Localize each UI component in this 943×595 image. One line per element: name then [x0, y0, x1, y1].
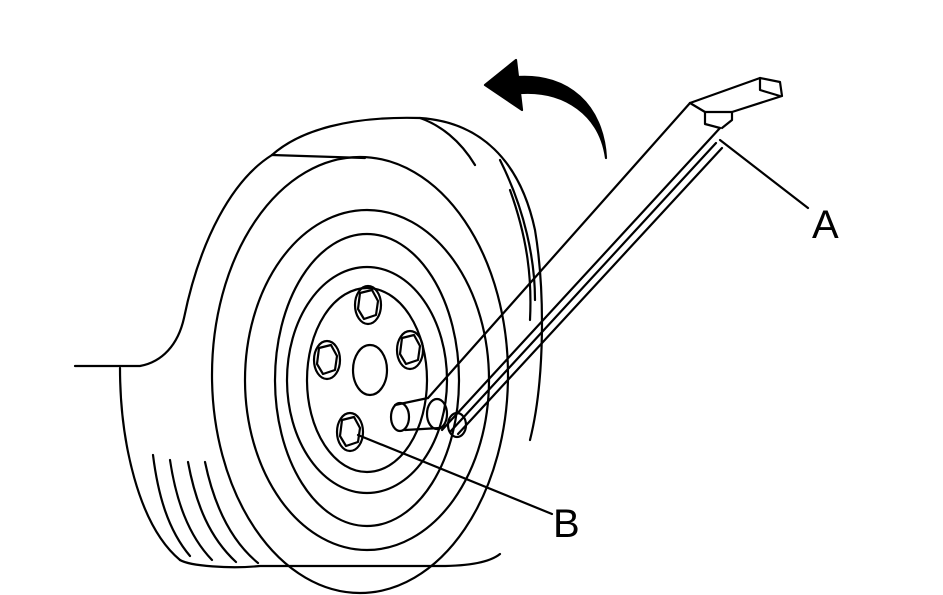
leader-line-b: [356, 433, 554, 516]
callout-label-b: B: [553, 502, 580, 546]
leader-line-a: [718, 138, 810, 210]
ground-line: [178, 552, 502, 569]
callout-label-a: A: [812, 203, 839, 247]
wheel-rim: [243, 208, 491, 552]
curved-arrow-icon: [483, 58, 608, 160]
lug-nuts: [312, 284, 425, 453]
lug-nut: [395, 329, 425, 371]
hub-center: [351, 343, 389, 397]
lug-nut-b: [335, 411, 365, 453]
lug-wrench: [389, 76, 784, 439]
tire: [118, 116, 544, 595]
lug-nut: [312, 339, 342, 381]
lug-nut: [353, 284, 383, 326]
fender-outline: [73, 153, 274, 368]
